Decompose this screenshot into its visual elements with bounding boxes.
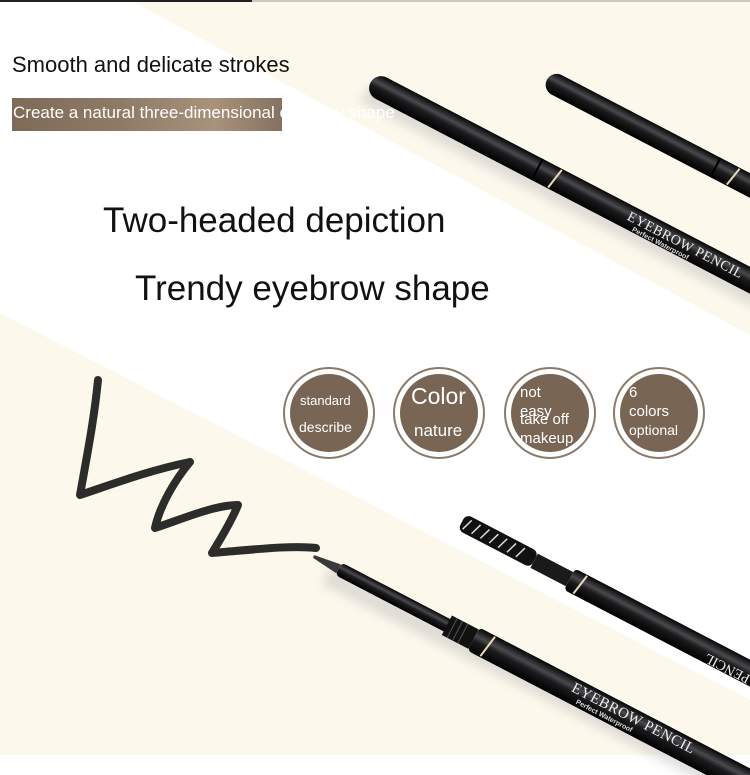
subtitle-banner-text: Create a natural three-dimensional eyebr… [13, 103, 395, 122]
feature-badge-standard: standard describe [283, 367, 375, 459]
badge-line: not [520, 384, 541, 401]
feature-badge-makeup: not easy take off makeup [504, 367, 596, 459]
headline-trendy-shape: Trendy eyebrow shape [135, 269, 490, 308]
badge-line: Color [411, 383, 466, 409]
badge-line: standard [300, 393, 351, 408]
top-border-light [252, 0, 750, 2]
feature-badge-color: Color nature [393, 367, 485, 459]
badge-line: 6 [629, 384, 638, 401]
badge-line: optional [629, 422, 679, 438]
badge-line: nature [414, 421, 463, 440]
top-border [0, 0, 252, 2]
feature-badge-colors: 6 colors optional [613, 367, 705, 459]
badge-line: take off [520, 411, 569, 428]
badge-line: makeup [520, 430, 574, 447]
badge-line: describe [299, 419, 352, 435]
badge-line: colors [629, 403, 670, 420]
subtitle-banner [12, 98, 282, 131]
badge-line: easy [520, 403, 552, 420]
headline-smooth-strokes: Smooth and delicate strokes [12, 52, 290, 77]
headline-two-headed: Two-headed depiction [103, 201, 446, 240]
